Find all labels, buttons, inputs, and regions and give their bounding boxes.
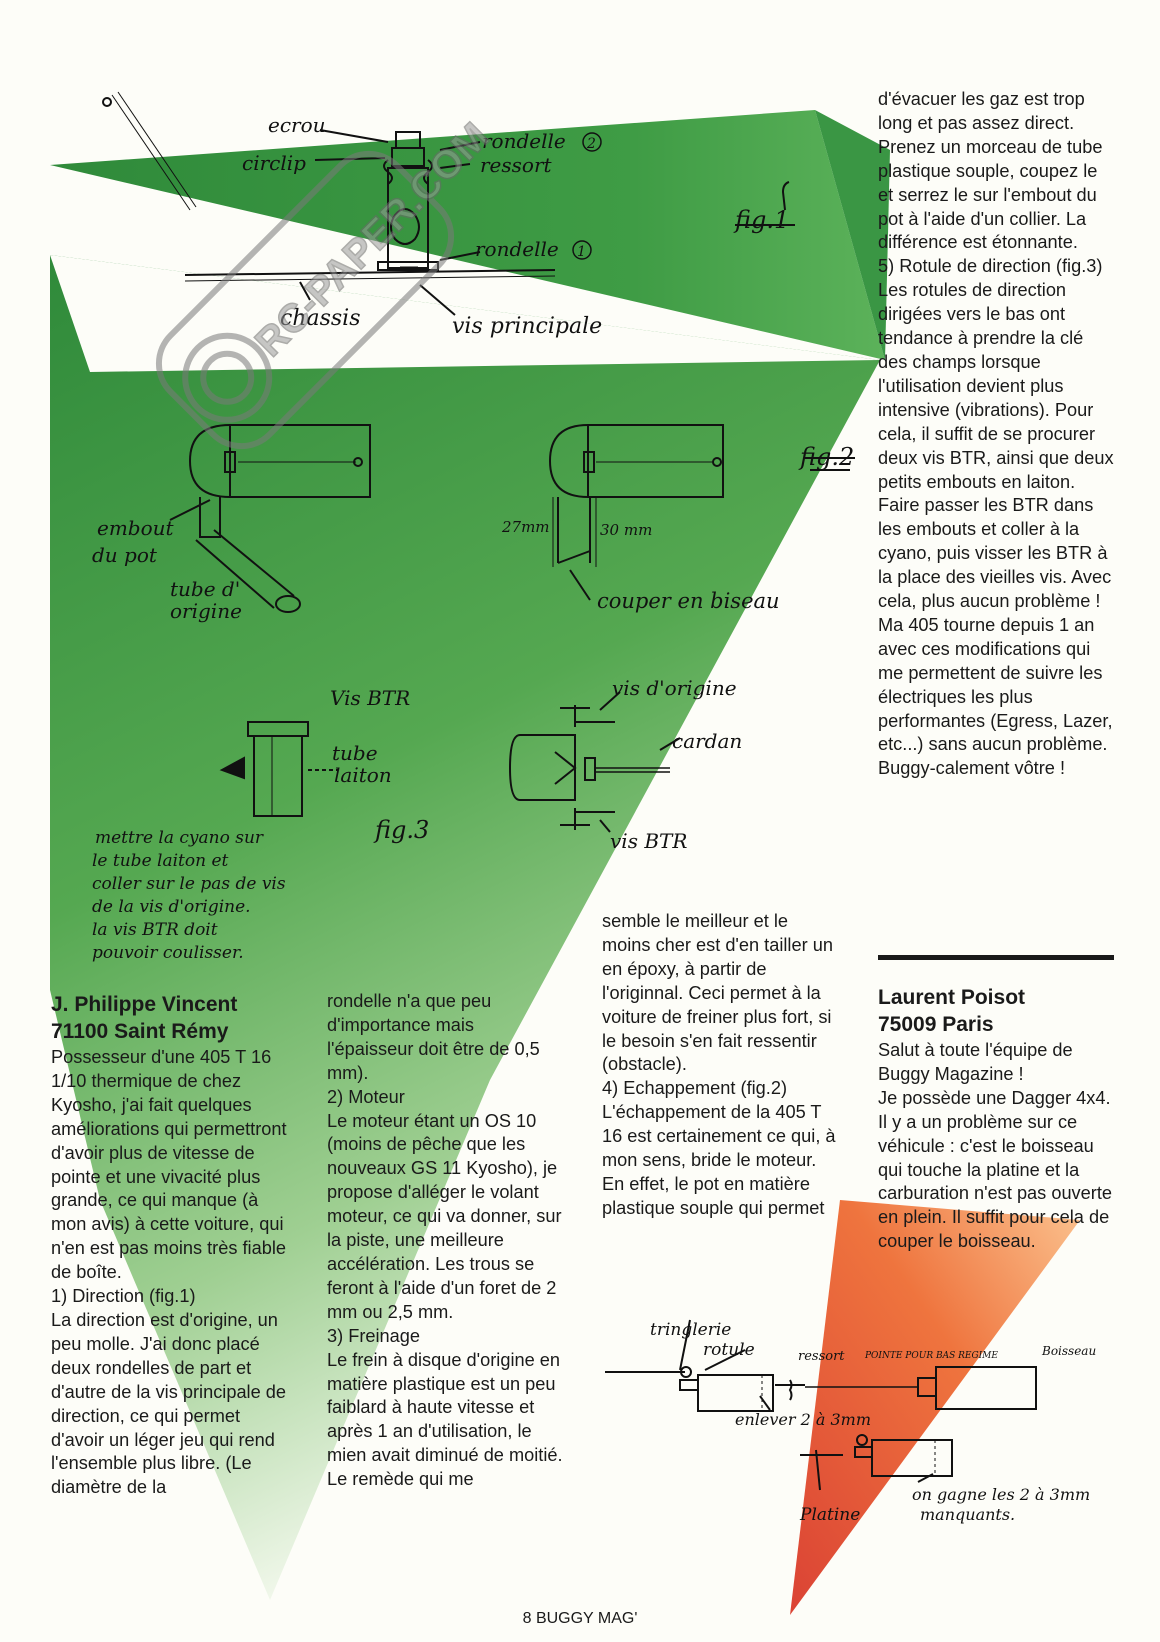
svg-text:tube: tube	[332, 741, 378, 765]
paragraph: La direction est d'origine, un peu molle…	[51, 1309, 286, 1498]
paragraph: Salut à toute l'équipe de Buggy Magazine…	[878, 1040, 1073, 1084]
svg-text:ressort: ressort	[480, 153, 553, 177]
figure-2-labels: embout du pot tube d' origine 27mm 30 mm…	[92, 443, 854, 623]
paragraph: L'échappement de la 405 T 16 est certain…	[602, 1102, 836, 1218]
svg-text:circlip: circlip	[242, 151, 306, 175]
svg-text:du pot: du pot	[92, 543, 158, 567]
figure-1-drawing	[102, 91, 795, 316]
paragraph: Ma 405 tourne depuis 1 an avec ces modif…	[878, 614, 1113, 755]
article-vincent-column-1: J. Philippe Vincent 71100 Saint Rémy Pos…	[51, 992, 289, 1500]
white-wedge	[50, 255, 880, 372]
svg-text:fig.3: fig.3	[373, 816, 429, 844]
paragraph: rondelle n'a que peu d'importance mais l…	[327, 991, 540, 1083]
author-name: Laurent Poisot	[878, 986, 1026, 1009]
figure-3-labels: Vis BTR tube laiton vis d'origine cardan…	[92, 676, 742, 963]
paragraph: Possesseur d'une 405 T 16 1/10 thermique…	[51, 1047, 287, 1283]
svg-text:vis BTR: vis BTR	[610, 829, 687, 853]
figure-3-drawing	[219, 691, 681, 833]
watermark-stamp: RC-PAPER.COM	[155, 114, 498, 450]
paragraph: Le frein à disque d'origine en matière p…	[327, 1349, 563, 1490]
svg-text:POINTE POUR BAS REGIME: POINTE POUR BAS REGIME	[864, 1351, 998, 1361]
svg-text:rondelle: rondelle	[475, 237, 559, 261]
svg-text:couper en biseau: couper en biseau	[597, 589, 780, 613]
svg-text:Boisseau: Boisseau	[1041, 1344, 1096, 1358]
svg-text:Vis BTR: Vis BTR	[330, 686, 410, 710]
figure-2-drawing	[169, 424, 855, 613]
article-poisot: Laurent Poisot 75009 Paris Salut à toute…	[878, 985, 1116, 1254]
svg-text:on gagne les 2 à 3mm: on gagne les 2 à 3mm	[912, 1485, 1090, 1504]
green-wedge-overlap	[815, 110, 890, 360]
section-heading: 5) Rotule de direction (fig.3)	[878, 256, 1103, 277]
article-vincent-column-2: rondelle n'a que peu d'importance mais l…	[327, 990, 564, 1492]
svg-text:manquants.: manquants.	[920, 1505, 1015, 1524]
paragraph: semble le meilleur et le moins cher est …	[602, 911, 833, 1075]
author-name: J. Philippe Vincent	[51, 993, 238, 1016]
svg-text:Platine: Platine	[799, 1505, 860, 1525]
section-heading: 2) Moteur	[327, 1086, 405, 1107]
green-wedge	[50, 255, 880, 1600]
svg-text:chassis: chassis	[280, 306, 361, 331]
svg-text:ressort: ressort	[798, 1349, 845, 1364]
svg-text:fig.1: fig.1	[733, 206, 789, 234]
figure-1-labels: ecrou circlip rondelle 2 ressort rondell…	[242, 113, 789, 339]
section-heading: 3) Freinage	[327, 1325, 421, 1346]
svg-text:2: 2	[586, 136, 596, 152]
figure-4-drawing	[605, 1319, 1037, 1491]
svg-text:27mm: 27mm	[501, 518, 550, 536]
article-vincent-column-4: d'évacuer les gaz est trop long et pas a…	[878, 88, 1116, 781]
chassis-line	[184, 269, 556, 276]
svg-text:la vis BTR doit: la vis BTR doit	[92, 920, 218, 940]
section-heading: 4) Echappement (fig.2)	[602, 1078, 788, 1099]
author-city: 75009 Paris	[878, 1013, 994, 1036]
svg-text:laiton: laiton	[334, 763, 392, 787]
svg-text:cardan: cardan	[672, 729, 742, 753]
figure-4-labels: tringlerie rotule ressort POINTE POUR BA…	[650, 1320, 1096, 1525]
svg-text:tube d': tube d'	[170, 577, 240, 601]
svg-text:ecrou: ecrou	[268, 113, 326, 137]
svg-text:tringlerie: tringlerie	[650, 1320, 731, 1340]
svg-text:origine: origine	[170, 599, 242, 623]
svg-text:30 mm: 30 mm	[600, 521, 652, 539]
svg-text:mettre la cyano sur: mettre la cyano sur	[95, 828, 264, 848]
svg-text:le tube laiton et: le tube laiton et	[92, 851, 229, 871]
svg-text:de la vis d'origine.: de la vis d'origine.	[92, 897, 251, 917]
paragraph: Le moteur étant un OS 10 (moins de pêche…	[327, 1110, 562, 1322]
section-heading: 1) Direction (fig.1)	[51, 1286, 196, 1307]
paragraph: d'évacuer les gaz est trop long et pas a…	[878, 89, 1103, 253]
page-footer: 8 BUGGY MAG'	[522, 1610, 638, 1627]
paragraph: Je possède une Dagger 4x4. Il y a un pro…	[878, 1087, 1112, 1252]
svg-text:vis d'origine: vis d'origine	[612, 676, 737, 700]
signoff: Buggy-calement vôtre !	[878, 758, 1066, 779]
author-city: 71100 Saint Rémy	[51, 1020, 229, 1043]
svg-text:embout: embout	[97, 516, 175, 540]
article-divider	[878, 955, 1114, 960]
green-band-top	[50, 110, 885, 360]
article-vincent-column-3: semble le meilleur et le moins cher est …	[602, 910, 839, 1221]
svg-text:enlever 2 à 3mm: enlever 2 à 3mm	[735, 1410, 871, 1429]
svg-text:pouvoir coulisser.: pouvoir coulisser.	[92, 943, 244, 963]
svg-text:fig.2: fig.2	[798, 443, 854, 471]
svg-text:rotule: rotule	[703, 1340, 755, 1360]
svg-text:vis principale: vis principale	[452, 314, 602, 339]
svg-text:coller sur le pas de vis: coller sur le pas de vis	[92, 874, 286, 894]
svg-text:1: 1	[577, 244, 586, 260]
svg-text:rondelle: rondelle	[482, 129, 566, 153]
paragraph: Les rotules de direction dirigées vers l…	[878, 280, 1114, 612]
